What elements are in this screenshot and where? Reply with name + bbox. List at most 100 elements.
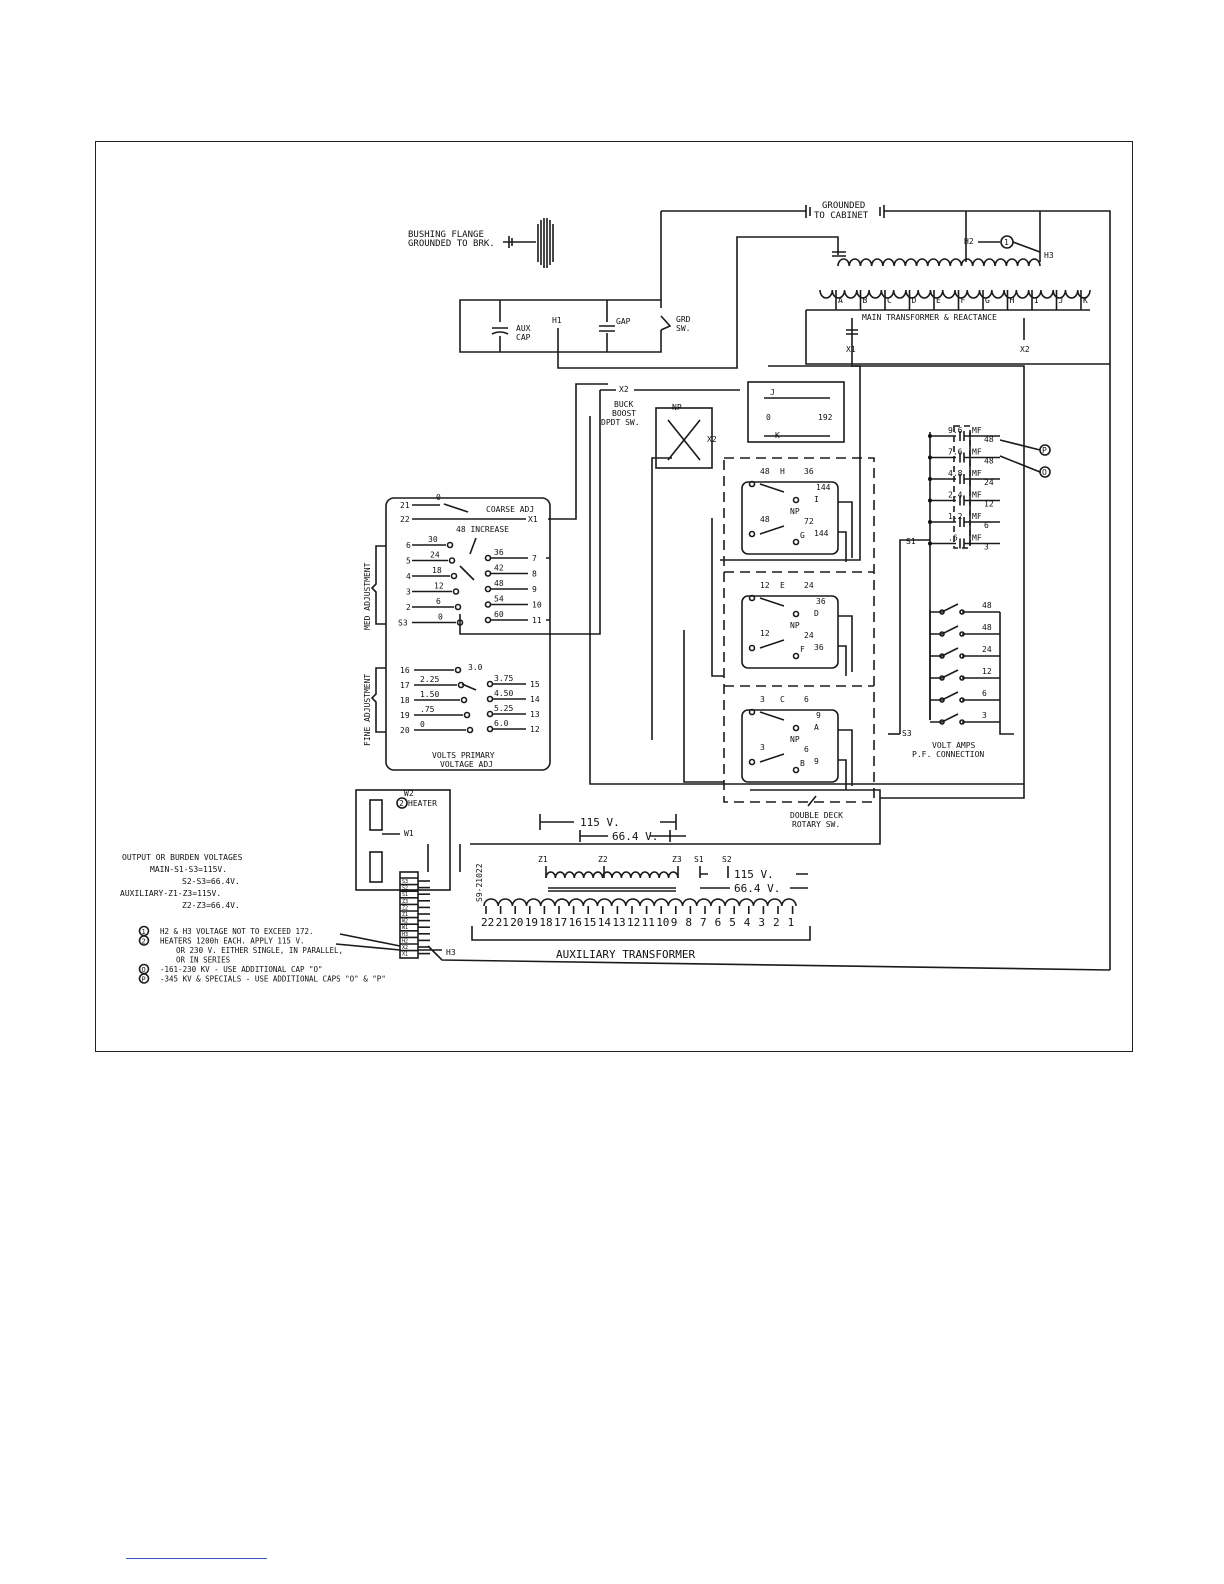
aux-cap-circuit: AUX CAP H1 GAP GRD SW. <box>459 211 839 369</box>
switch-contact <box>792 538 800 546</box>
deck-letter: H <box>780 467 785 476</box>
note-text: OR 230 V. EITHER SINGLE, IN PARALLEL, <box>176 946 343 955</box>
switch-contact <box>486 695 494 703</box>
x2-label: X2 <box>1020 345 1030 354</box>
step-switch-value: 12 <box>982 667 992 676</box>
s3-label: S3 <box>902 729 912 738</box>
switch-contact <box>959 631 965 637</box>
switch-contact <box>460 696 468 704</box>
fine-value: 6.0 <box>494 719 509 728</box>
x2-label: X2 <box>707 435 717 444</box>
switch-contact <box>748 530 756 538</box>
junction-dot <box>928 477 932 481</box>
main-transformer-label: MAIN TRANSFORMER & REACTANCE <box>862 313 997 322</box>
med-term: 6 <box>406 541 411 550</box>
aux-v66-label: 66.4 V. <box>734 882 780 895</box>
np-label: NP <box>672 403 682 412</box>
volt-amps-label: VOLT AMPS <box>932 741 976 750</box>
t22-label: 22 <box>400 515 410 524</box>
footer-rule <box>126 1558 267 1559</box>
med-value: 48 <box>494 579 504 588</box>
cap-tap: 3 <box>984 543 989 552</box>
aux-tap-17: 17 <box>554 916 567 929</box>
main-tap-H: H <box>1010 296 1015 305</box>
switch-contact <box>748 708 756 716</box>
fine-value: 2.25 <box>420 675 439 684</box>
fine-value: 5.25 <box>494 704 513 713</box>
aux-tap-10: 10 <box>656 916 669 929</box>
grd-sw-label: SW. <box>676 324 690 333</box>
terminal-label: S3 <box>402 879 408 885</box>
deck-value: 3 <box>760 743 765 752</box>
switch-contact <box>466 726 474 734</box>
cabinet-label: TO CABINET <box>814 211 869 221</box>
terminal-label: W2 <box>402 919 408 925</box>
capacitor <box>930 495 1000 506</box>
med-value: 18 <box>432 566 442 575</box>
output-aux-2: Z2-Z3=66.4V. <box>182 901 240 910</box>
junction-dot <box>928 520 932 524</box>
aux-tap-2: 2 <box>773 916 780 929</box>
med-term: 2 <box>406 603 411 612</box>
fine-wiper <box>461 683 477 691</box>
aux-tap-16: 16 <box>569 916 582 929</box>
pf-connection-label: P.F. CONNECTION <box>912 750 984 759</box>
deck-wiring <box>759 483 853 562</box>
coarse-x1-label: X1 <box>528 515 538 524</box>
switch-contact <box>959 697 965 703</box>
step-switch <box>930 603 1000 613</box>
aux-cap-label: CAP <box>516 333 531 342</box>
step-switch-value: 3 <box>982 711 987 720</box>
switch-contact <box>959 675 965 681</box>
med-value: 60 <box>494 610 504 619</box>
med-term: 8 <box>532 570 537 579</box>
deck-letter: C <box>780 695 785 704</box>
capacitor <box>930 431 1000 441</box>
deck-body <box>741 709 839 783</box>
cap-value: .6 <box>948 534 958 543</box>
fine-term: 16 <box>400 666 410 675</box>
main-tap-F: F <box>961 296 966 305</box>
deck-letter: A <box>814 723 819 732</box>
buck-boost-switch: 0 X2 BUCK BOOST DPDT SW. NP X2 <box>459 385 1024 785</box>
deck-interconnect <box>651 457 724 783</box>
aux-tap-18: 18 <box>539 916 552 929</box>
deck-value: 72 <box>804 517 814 526</box>
main-tap-C: C <box>887 296 892 305</box>
deck-letter: G <box>800 531 805 540</box>
med-value: 6 <box>436 597 441 606</box>
switch-contact <box>792 766 800 774</box>
switch-contact <box>456 619 464 626</box>
heater: W2 2 HEATER W1 <box>355 789 451 891</box>
terminal-label: X1 <box>402 952 408 958</box>
note-marker-label: O <box>142 966 146 974</box>
deck-value: 144 <box>814 529 829 538</box>
switch-contact <box>748 480 756 488</box>
main-tap-I: I <box>1034 296 1039 305</box>
switch-contact <box>959 609 965 615</box>
aux-tap-5: 5 <box>729 916 736 929</box>
bushing-flange: BUSHING FLANGE GROUNDED TO BRK. <box>408 218 554 268</box>
coarse-adj-label: COARSE ADJ <box>486 505 534 514</box>
switch-contact <box>486 680 494 688</box>
main-tap-D: D <box>912 296 917 305</box>
aux-tap-7: 7 <box>700 916 707 929</box>
capacitor <box>930 452 1000 463</box>
terminal-label: Z1 <box>402 912 408 918</box>
fine-adjustment-label: FINE ADJUSTMENT <box>363 674 372 746</box>
main-tap-K: K <box>1083 296 1088 305</box>
terminal-label: W1 <box>402 925 408 931</box>
fine-value: 4.50 <box>494 689 513 698</box>
switch-contact <box>939 609 945 615</box>
med-value: 0 <box>438 613 443 622</box>
capacitor <box>930 538 1000 549</box>
switch-contact <box>484 570 492 577</box>
dpdt-label: DPDT SW. <box>601 418 640 427</box>
cap-tap: 48 <box>984 435 994 444</box>
fine-term: 20 <box>400 726 410 735</box>
step-switch-value: 48 <box>982 623 992 632</box>
buck-label: BUCK <box>614 400 633 409</box>
fine-term: 18 <box>400 696 410 705</box>
switch-contact <box>939 653 945 659</box>
